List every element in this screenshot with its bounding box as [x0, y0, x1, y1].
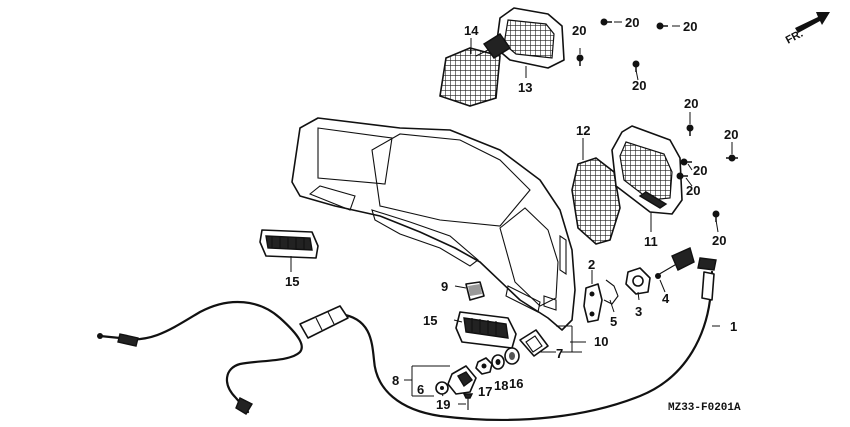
- part-9-plate: [465, 281, 485, 301]
- callout-16: 16: [509, 376, 523, 391]
- screw-icon: [600, 18, 612, 26]
- callout-8: 8: [392, 373, 399, 388]
- callout-19: 19: [436, 397, 450, 412]
- callout-6: 6: [417, 382, 424, 397]
- part-16-washer: [504, 347, 520, 365]
- callout-13: 13: [518, 80, 532, 95]
- callout-20-c: 20: [683, 19, 697, 34]
- callout-9: 9: [441, 279, 448, 294]
- callout-20-i: 20: [712, 233, 726, 248]
- callout-20-e: 20: [684, 96, 698, 111]
- screw-icon: [726, 154, 738, 162]
- part-18-washer: [491, 354, 505, 370]
- callout-18: 18: [494, 378, 508, 393]
- screw-icon: [676, 172, 688, 180]
- callout-17: 17: [478, 384, 492, 399]
- part-14-grille: [439, 47, 501, 107]
- diagram-code: MZ33-F0201A: [668, 402, 741, 414]
- callout-4: 4: [662, 291, 670, 306]
- part-12-grille: [571, 157, 621, 245]
- front-direction-arrow: FR.: [784, 12, 830, 47]
- callout-20-d: 20: [632, 78, 646, 93]
- callout-15-lower: 15: [423, 313, 437, 328]
- part-11-speaker-housing: [611, 125, 683, 215]
- part-17-nut: [475, 357, 493, 375]
- callout-2: 2: [588, 257, 595, 272]
- callout-1: 1: [730, 319, 737, 334]
- callout-20-h: 20: [686, 183, 700, 198]
- callout-10: 10: [594, 334, 608, 349]
- screw-icon: [680, 158, 692, 166]
- callout-20-g: 20: [693, 163, 707, 178]
- callout-20-a: 20: [572, 23, 586, 38]
- part-8-socket: [447, 365, 477, 395]
- part-7-trim: [519, 329, 549, 357]
- part-5-clip: [603, 279, 619, 305]
- callout-5: 5: [610, 314, 617, 329]
- callout-labels: 1 2 3 4 5 6 7 8 9 10 11 12 13 14 15 15 1…: [285, 15, 738, 412]
- part-20-screws: [576, 18, 738, 222]
- callout-3: 3: [635, 304, 642, 319]
- screw-icon: [576, 54, 584, 66]
- leader-lines: [290, 21, 733, 405]
- callout-7: 7: [556, 346, 563, 361]
- cable-assembly: [97, 257, 717, 422]
- part-15-vent-upper: [259, 229, 319, 259]
- callout-20-f: 20: [724, 127, 738, 142]
- part-19-screw: [462, 393, 474, 410]
- part-3-knob: [625, 267, 651, 295]
- callout-15-upper: 15: [285, 274, 299, 289]
- callout-20-b: 20: [625, 15, 639, 30]
- part-15-vent-lower: [455, 311, 517, 349]
- part-4-adjuster: [655, 247, 695, 279]
- meter-panel: [291, 117, 576, 331]
- screw-icon: [686, 124, 694, 136]
- callout-12: 12: [576, 123, 590, 138]
- callout-14: 14: [464, 23, 479, 38]
- part-2-bracket: [583, 283, 603, 323]
- callout-11: 11: [644, 234, 658, 249]
- screw-icon: [656, 22, 668, 30]
- part-13-speaker-housing: [475, 7, 565, 69]
- part-6-washer: [435, 381, 449, 395]
